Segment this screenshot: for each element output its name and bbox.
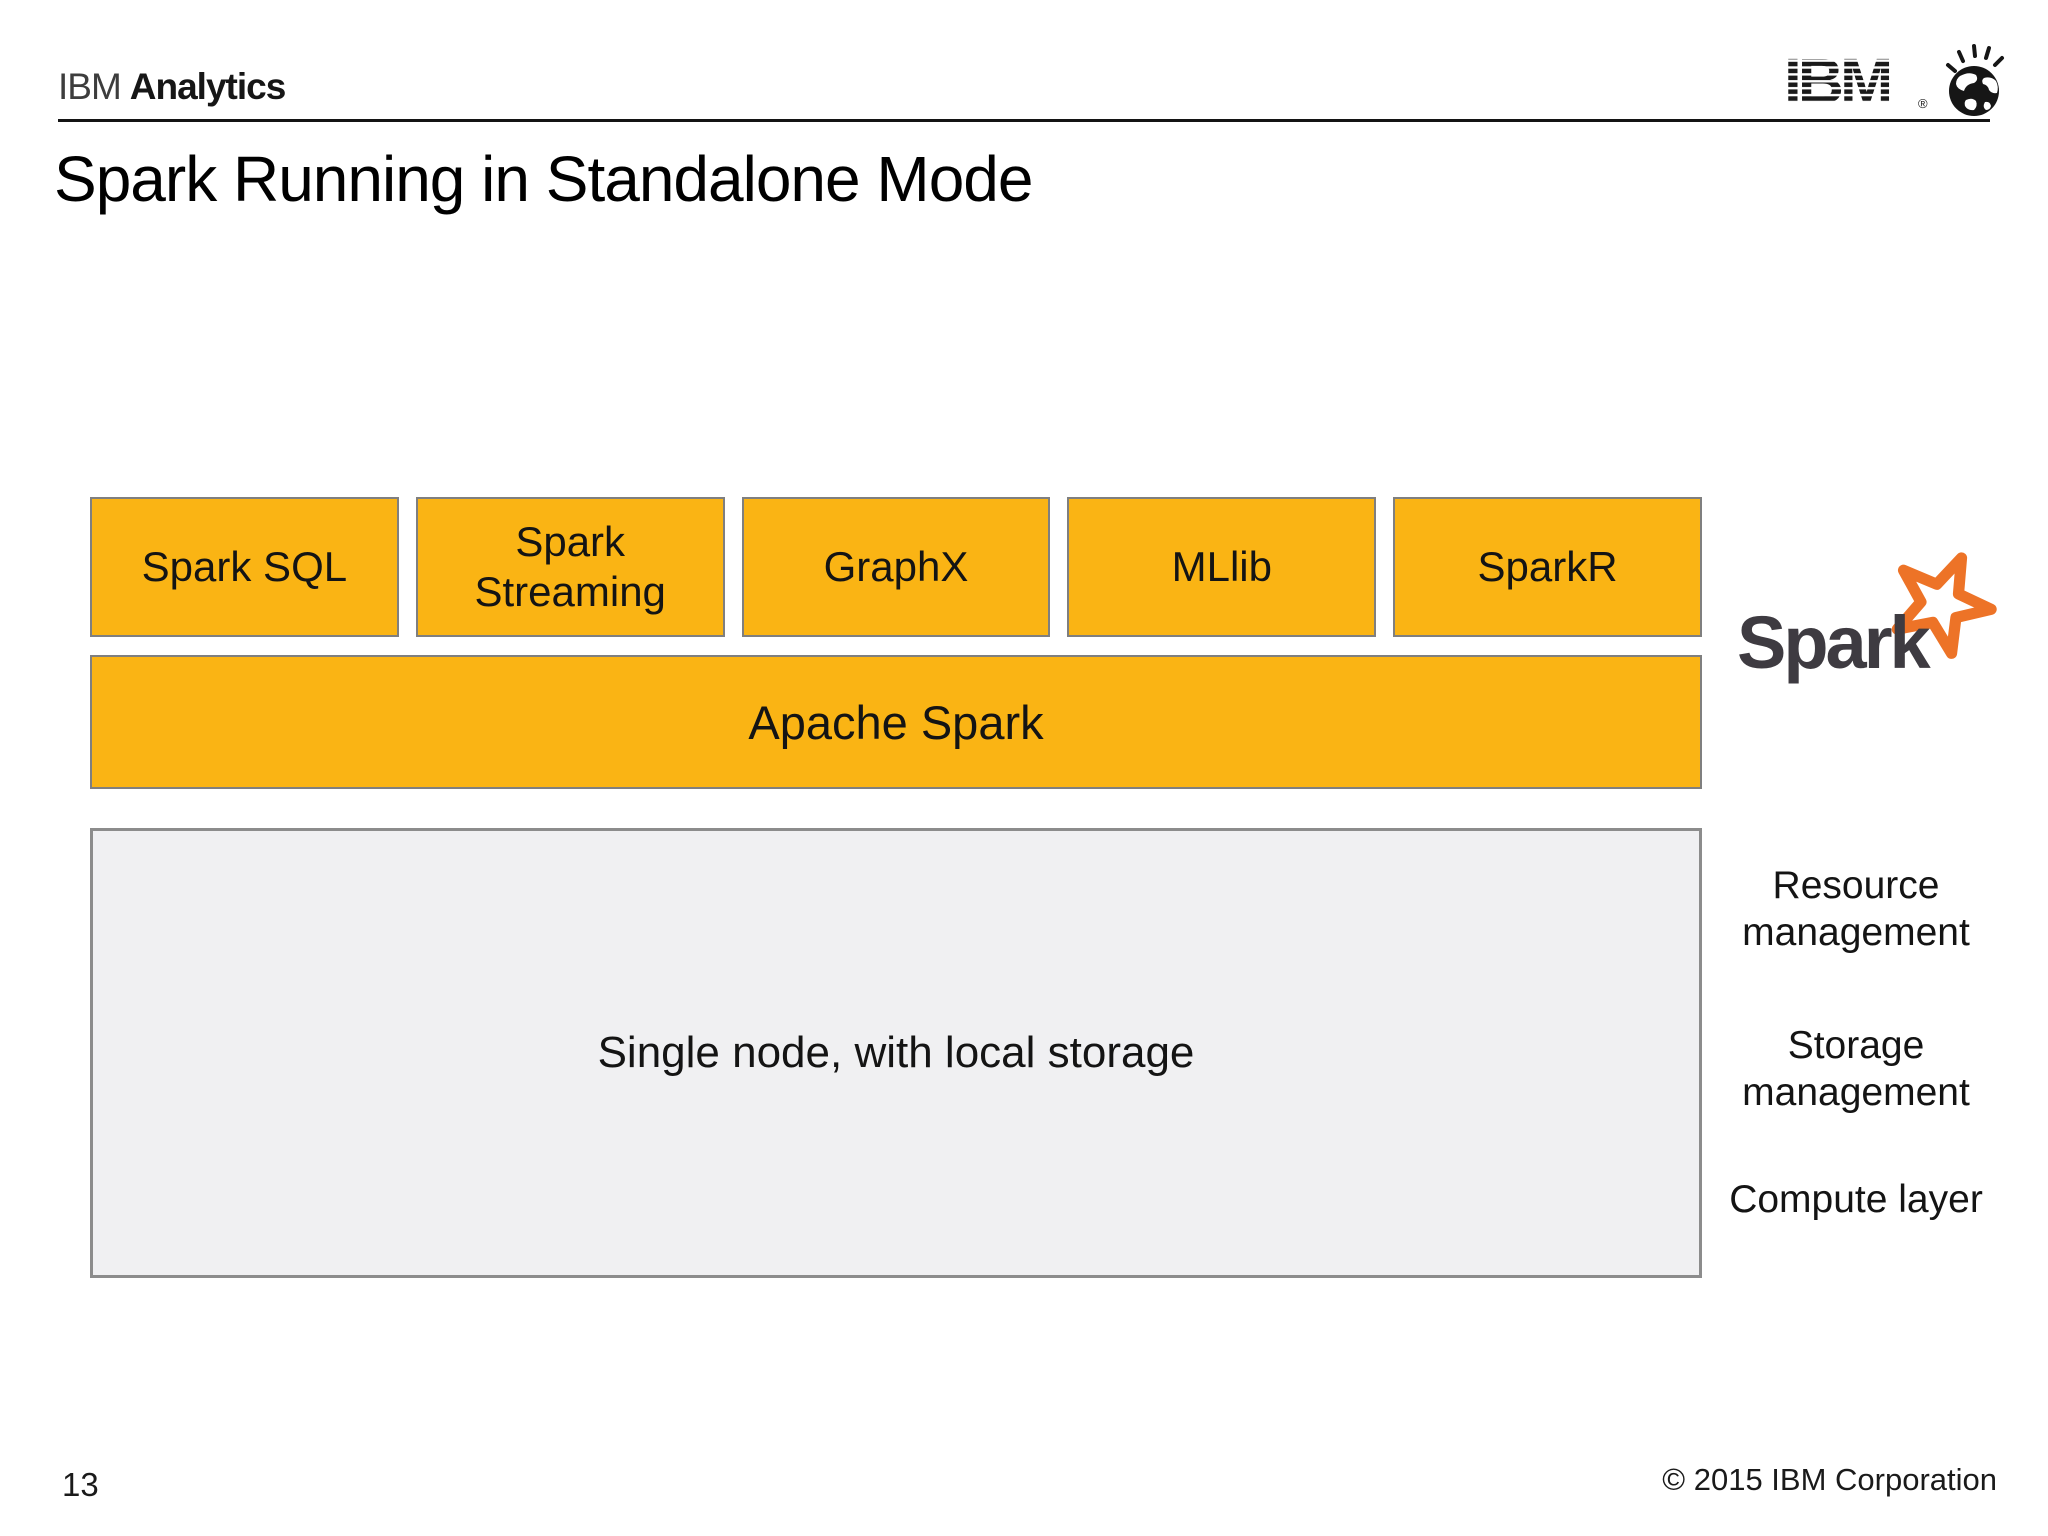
component-box-label: Spark Streaming bbox=[474, 517, 666, 615]
component-box-graphx: GraphX bbox=[741, 497, 1051, 637]
page-number: 13 bbox=[62, 1466, 99, 1503]
component-box-spark-sql: Spark SQL bbox=[90, 497, 399, 637]
spark-star-icon bbox=[1891, 552, 1997, 659]
component-boxes-row: Spark SQL Spark Streaming GraphX MLlib S… bbox=[90, 497, 1702, 637]
component-box-label: Spark SQL bbox=[141, 542, 348, 590]
copyright-text: © 2015 IBM Corporation bbox=[1662, 1462, 1997, 1497]
component-box-label: SparkR bbox=[1477, 542, 1618, 590]
svg-text:IBM: IBM bbox=[1784, 48, 1890, 110]
component-box-spark-streaming: Spark Streaming bbox=[415, 497, 725, 637]
component-box-mllib: MLlib bbox=[1067, 497, 1377, 637]
spark-logo: Spark bbox=[1735, 552, 2035, 720]
ibm-8bar-logo-icon: IBM ® bbox=[1784, 48, 1928, 110]
side-label-compute-layer: Compute layer bbox=[1729, 1178, 1983, 1221]
single-node-box: Single node, with local storage bbox=[90, 828, 1702, 1278]
brand-analytics-text: Analytics bbox=[129, 66, 287, 107]
component-box-label: MLlib bbox=[1171, 542, 1272, 590]
side-label-storage-management: Storage management bbox=[1742, 1024, 1970, 1114]
component-box-sparkr: SparkR bbox=[1393, 497, 1702, 637]
apache-spark-label: Apache Spark bbox=[748, 695, 1044, 749]
smarter-planet-globe-icon bbox=[1946, 44, 2004, 116]
header-divider bbox=[58, 119, 1990, 122]
single-node-label: Single node, with local storage bbox=[597, 1028, 1195, 1077]
apache-spark-box: Apache Spark bbox=[90, 655, 1702, 789]
svg-text:®: ® bbox=[1918, 96, 1928, 110]
spark-logo-text: Spark bbox=[1737, 601, 1931, 684]
side-label-resource-management: Resource management bbox=[1742, 864, 1970, 954]
brand-ibm-text: IBM bbox=[58, 66, 122, 107]
component-box-label: GraphX bbox=[823, 542, 969, 590]
page-title: Spark Running in Standalone Mode bbox=[54, 143, 1033, 215]
